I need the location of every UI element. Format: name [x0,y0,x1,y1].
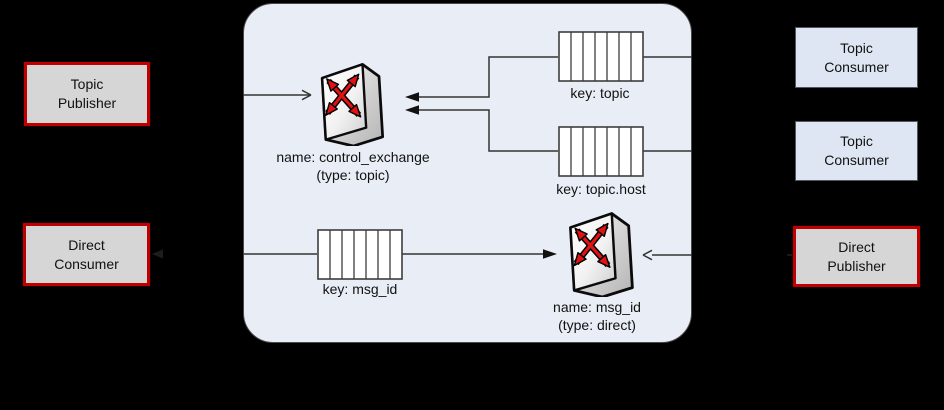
control-exchange-type: (type: topic) [316,166,390,183]
node-direct-consumer: Direct Consumer [23,223,150,286]
queue-topic-host-icon [558,126,644,177]
control-exchange-icon [313,58,390,148]
node-topic-publisher: Topic Publisher [24,62,150,126]
control-exchange-name: name: control_exchange [276,149,430,165]
direct-consumer-label: Direct Consumer [54,236,119,272]
queue-topic-label: key: topic [570,85,630,101]
control-exchange-label: name: control_exchange (type: topic) [233,149,473,184]
direct-exchange-name: name: msg_id [553,299,641,315]
direct-exchange-label: name: msg_id (type: direct) [517,299,677,334]
node-topic-consumer-1: Topic Consumer [795,27,918,88]
queue-msg-id-label: key: msg_id [322,281,398,297]
direct-exchange-type: (type: direct) [558,316,636,333]
node-direct-publisher: Direct Publisher [793,226,920,287]
topic-publisher-label: Topic Publisher [57,76,117,111]
queue-topic-icon [558,31,644,82]
topic-consumer-2-label: Topic Consumer [824,133,889,168]
direct-publisher-label: Direct Publisher [827,238,886,274]
node-topic-consumer-2: Topic Consumer [795,121,918,181]
topic-consumer-1-label: Topic Consumer [824,39,889,75]
crossed-arrows [325,73,362,118]
crossed-arrows [573,222,611,268]
direct-exchange-icon [561,207,640,299]
queue-msg-id-icon [317,229,403,280]
queue-topic-host-label: key: topic.host [556,181,646,197]
solid-arrowheads [152,92,557,259]
